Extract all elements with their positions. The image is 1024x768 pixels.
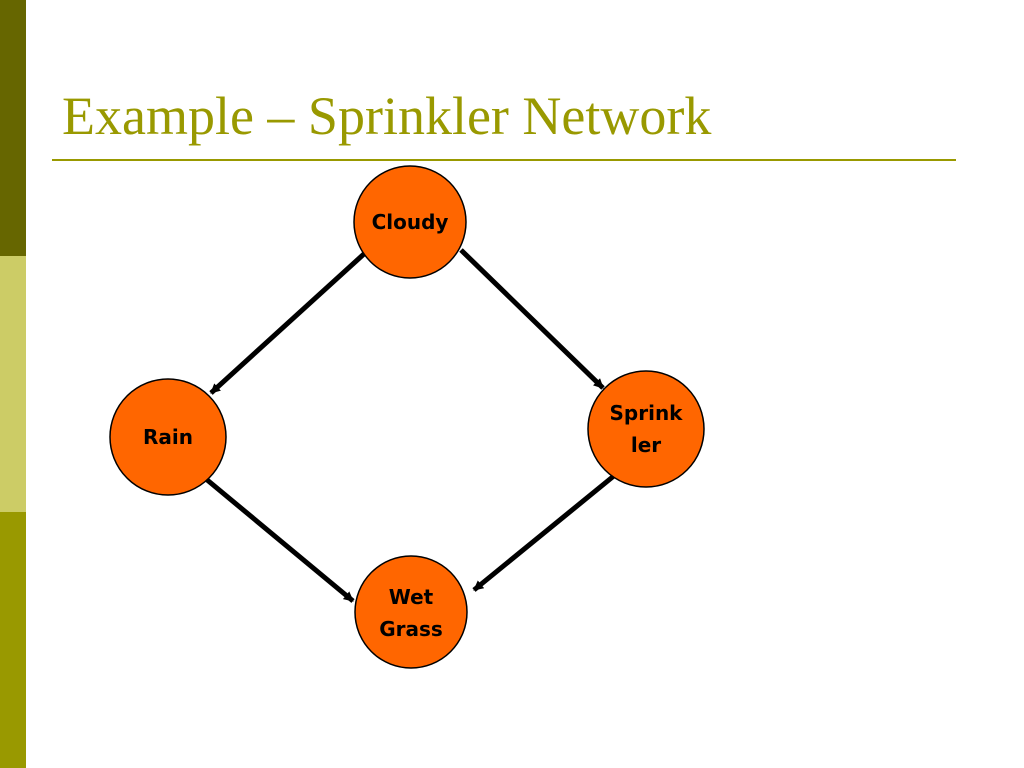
node-sprinkler-label-line-2: ler	[631, 433, 661, 457]
node-rain-label: Rain	[143, 425, 193, 449]
node-sprinkler: Sprink ler	[587, 370, 705, 488]
node-rain-circle	[109, 378, 227, 496]
title-underline	[52, 159, 956, 161]
sidebar-segment-top	[0, 0, 26, 256]
node-wet-grass-label-line-2: Grass	[379, 617, 443, 641]
node-rain: Rain	[109, 378, 227, 496]
node-cloudy: Cloudy	[353, 165, 467, 279]
sidebar-segment-middle	[0, 256, 26, 512]
node-wet-grass-label-line-1: Wet	[389, 585, 434, 609]
node-cloudy-label: Cloudy	[372, 210, 449, 234]
node-wet-grass: Wet Grass	[354, 555, 468, 669]
node-sprinkler-label-line-1: Sprink	[610, 401, 684, 425]
node-cloudy-circle	[353, 165, 467, 279]
edge-cloudy-to-sprinkler	[459, 248, 605, 390]
sidebar-segment-bottom	[0, 512, 26, 768]
edge-sprinkler-to-wet-grass	[472, 473, 617, 592]
node-wet-grass-circle	[354, 555, 468, 669]
edge-rain-to-wet-grass	[204, 477, 355, 603]
slide-title: Example – Sprinkler Network	[62, 86, 712, 146]
edge-cloudy-to-rain	[209, 251, 367, 395]
node-sprinkler-circle	[587, 370, 705, 488]
